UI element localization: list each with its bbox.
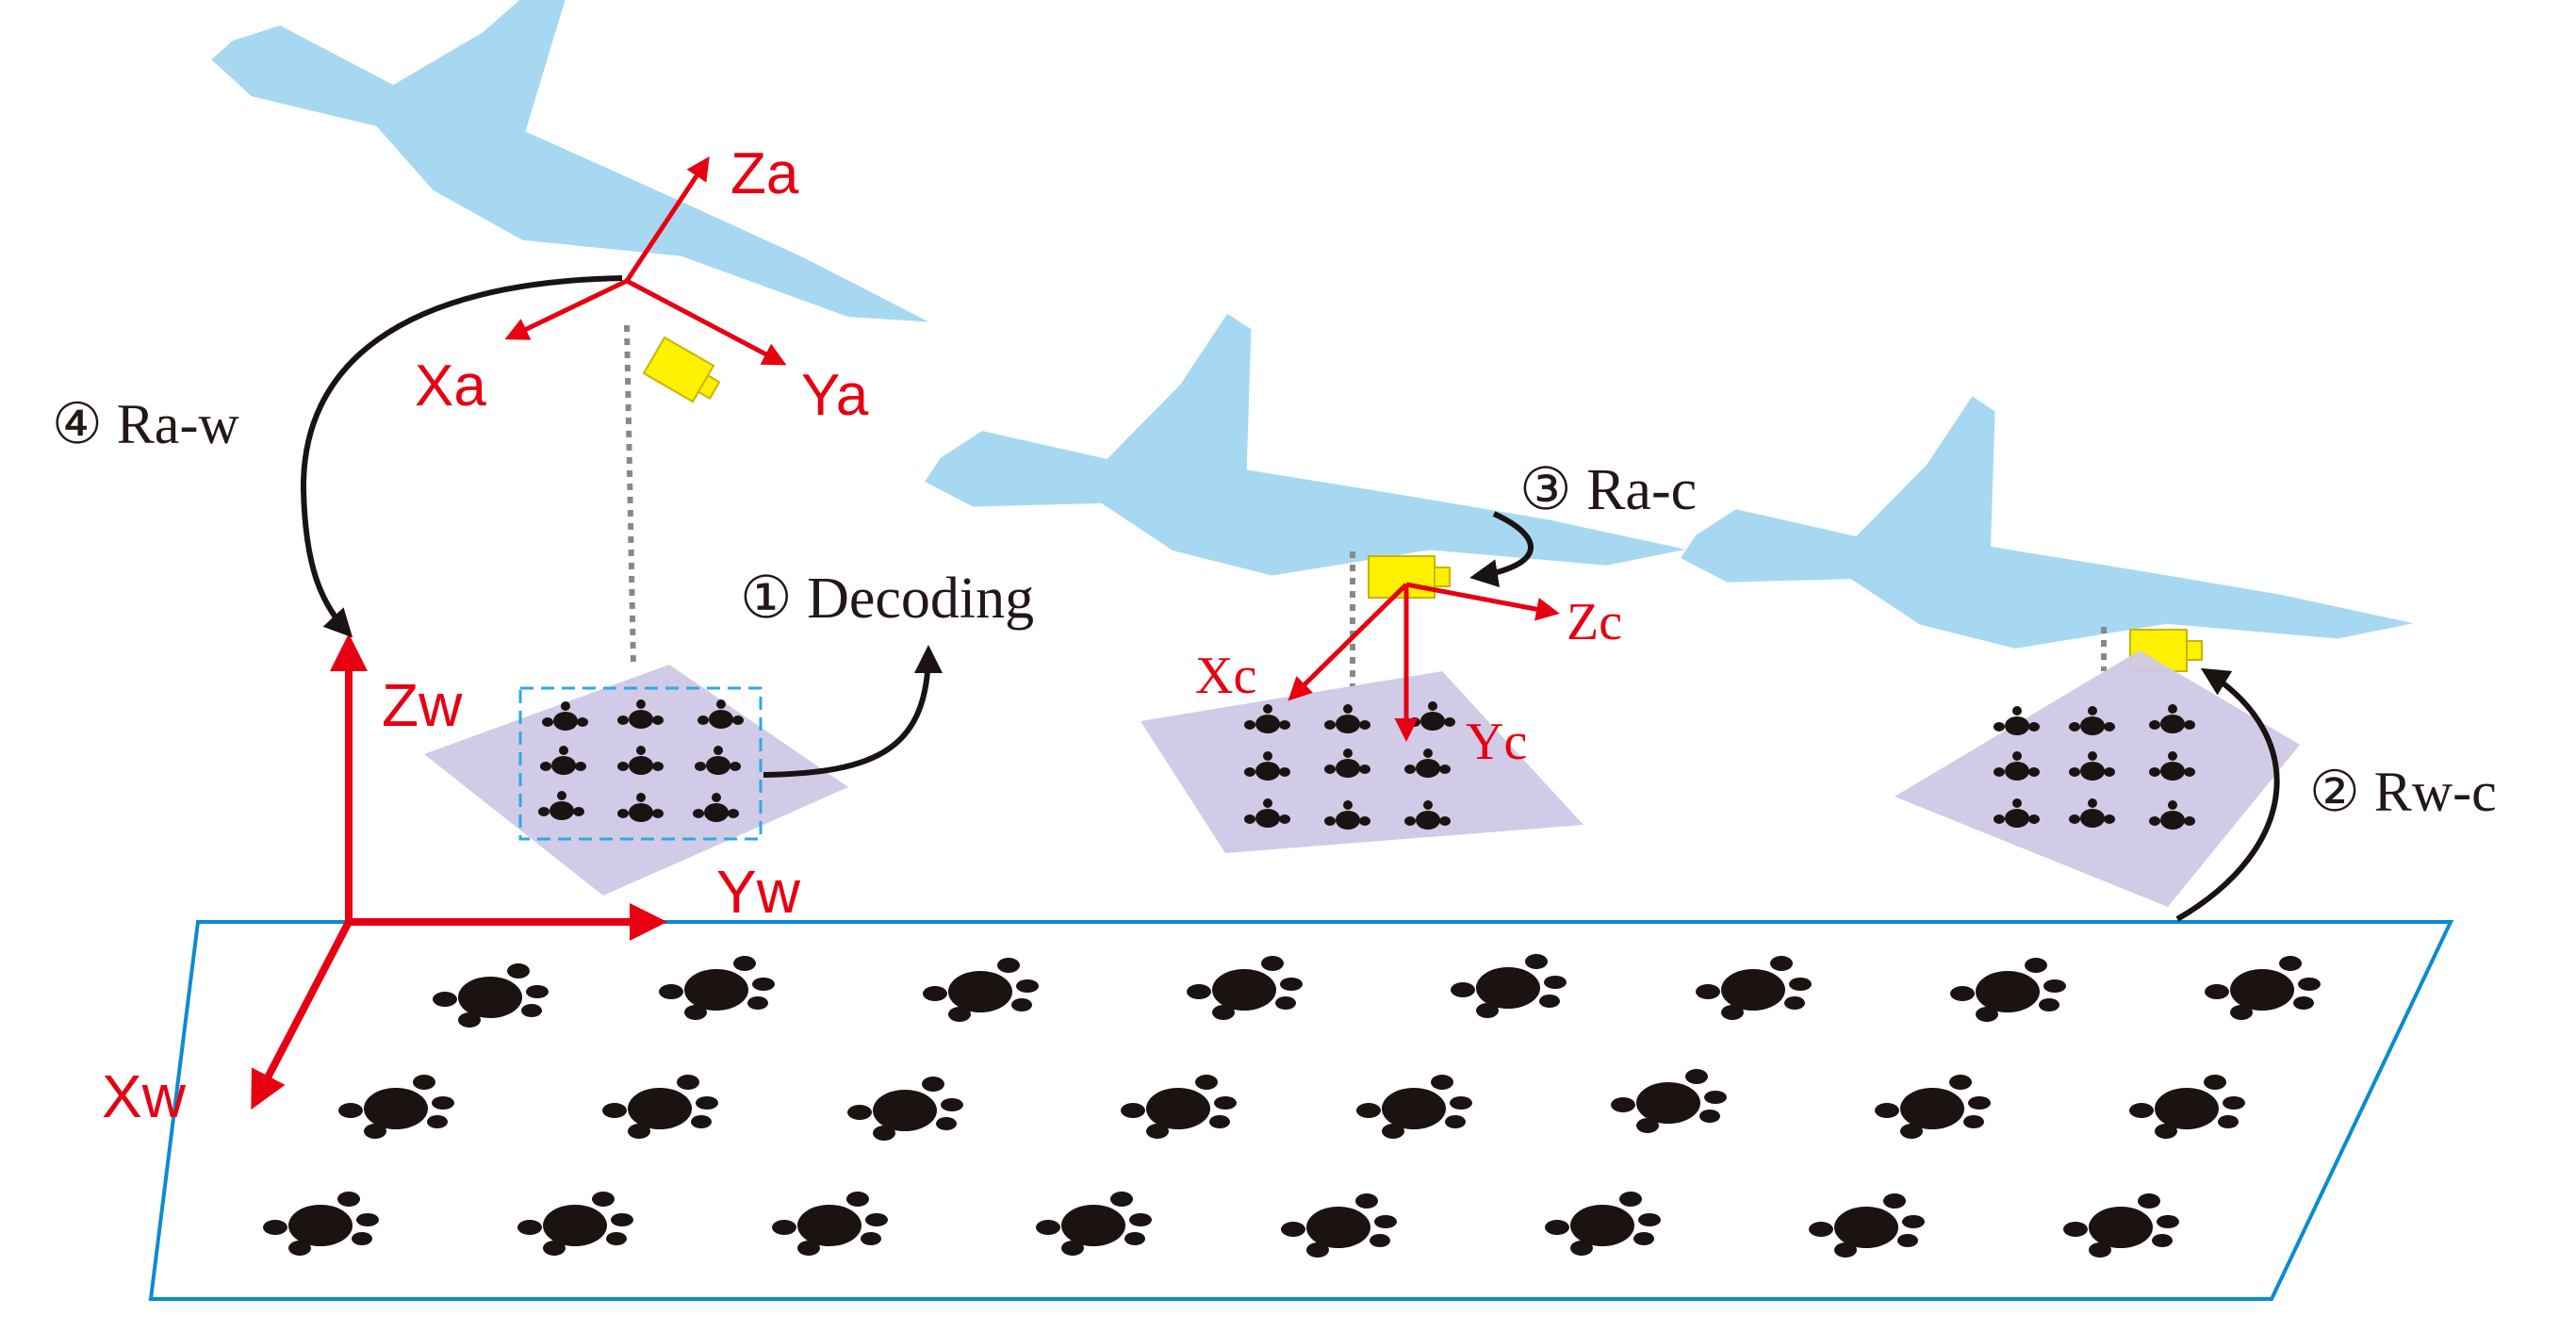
aircraft-icon [192,0,996,393]
aircraft-3 [1674,363,2435,697]
step-label-decoding: ① Decoding [740,567,1034,631]
camera-axes: Xc Yc Zc [1195,582,1622,771]
decoding-arrow [763,645,943,778]
ground-calibration-plane [148,920,2454,1301]
axis-label-za: Za [730,141,799,206]
target-plane-2 [1140,671,1583,853]
camera-icon [642,336,721,403]
aircraft-1 [192,0,996,393]
axis-label-yw: Yw [716,858,801,926]
axis-label-zc: Zc [1567,593,1622,651]
aircraft-icon [918,279,1708,626]
aircraft-axes: Za Xa Ya [415,141,869,428]
axis-label-xc: Xc [1195,647,1256,705]
world-axes: Zw Yw Xw [102,633,801,1130]
ra-c-arrow [1469,511,1534,588]
step-label-rw-c: ② Rw-c [2309,761,2497,823]
rw-c-arrow [2175,667,2280,922]
axis-label-yc: Yc [1466,713,1527,771]
axis-label-xa: Xa [415,354,486,419]
aircraft-icon [1674,363,2435,697]
aircraft-2 [918,279,1708,626]
ra-w-arrow [300,275,623,638]
axis-label-xw: Xw [102,1062,187,1130]
axis-label-ya: Ya [801,363,869,428]
step-label-ra-c: ③ Ra-c [1519,458,1697,522]
step-label-ra-w: ④ Ra-w [52,393,239,455]
projection-line-1 [624,324,636,668]
camera-icon [1368,555,1451,599]
decoding-box [518,686,763,841]
target-plane-1-dots [538,699,744,822]
axis-label-zw: Zw [382,671,463,739]
